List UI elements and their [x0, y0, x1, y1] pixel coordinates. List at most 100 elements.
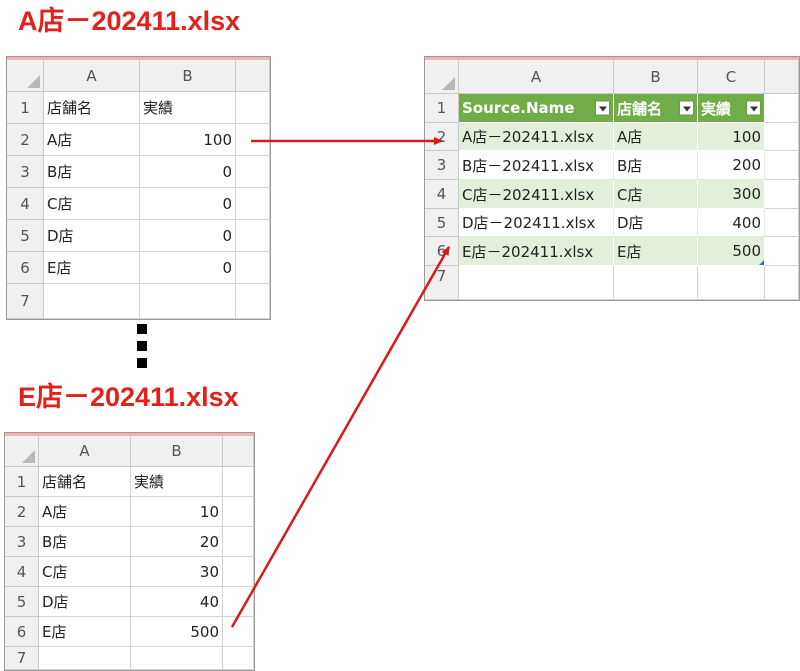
row-header[interactable]: 1 — [7, 92, 44, 124]
store-cell[interactable]: B店 — [614, 151, 698, 180]
value-cell[interactable]: 0 — [140, 156, 236, 188]
row-header[interactable]: 2 — [7, 124, 44, 156]
empty-cell[interactable] — [614, 266, 698, 300]
store-cell[interactable]: C店 — [614, 180, 698, 209]
value-cell[interactable]: 30 — [131, 557, 223, 587]
store-cell[interactable]: A店 — [614, 123, 698, 151]
empty-cell[interactable] — [236, 156, 270, 188]
value-cell[interactable]: 10 — [131, 497, 223, 527]
store-cell[interactable]: E店 — [44, 252, 140, 284]
empty-cell[interactable] — [236, 252, 270, 284]
source-name-cell[interactable]: D店－202411.xlsx — [459, 209, 614, 237]
row-header[interactable]: 6 — [5, 617, 39, 647]
value-cell[interactable]: 0 — [140, 188, 236, 220]
value-cell[interactable]: 0 — [140, 252, 236, 284]
empty-cell[interactable] — [765, 180, 799, 209]
store-cell[interactable]: A店 — [39, 497, 131, 527]
empty-cell[interactable] — [131, 647, 223, 670]
value-cell[interactable]: 200 — [698, 151, 765, 180]
column-header-a[interactable]: A — [44, 60, 140, 92]
empty-cell[interactable] — [698, 266, 765, 300]
value-cell[interactable]: 100 — [698, 123, 765, 151]
empty-cell[interactable] — [39, 647, 131, 670]
value-cell[interactable]: 0 — [140, 220, 236, 252]
row-header[interactable]: 7 — [5, 647, 39, 670]
column-header-b[interactable]: B — [131, 436, 223, 467]
header-cell-result[interactable]: 実績 — [140, 92, 236, 124]
empty-cell[interactable] — [44, 284, 140, 319]
row-header[interactable]: 4 — [425, 180, 459, 209]
store-cell[interactable]: E店 — [39, 617, 131, 647]
source-name-cell[interactable]: E店－202411.xlsx — [459, 237, 614, 266]
header-cell-store[interactable]: 店舗名 — [39, 467, 131, 497]
value-cell[interactable]: 40 — [131, 587, 223, 617]
filter-dropdown-icon[interactable] — [679, 100, 694, 116]
row-header[interactable]: 1 — [5, 467, 39, 497]
column-header-b[interactable]: B — [140, 60, 236, 92]
store-cell[interactable]: D店 — [614, 209, 698, 237]
row-header[interactable]: 7 — [425, 266, 459, 300]
empty-cell[interactable] — [765, 237, 799, 266]
row-header[interactable]: 2 — [5, 497, 39, 527]
empty-cell[interactable] — [236, 220, 270, 252]
filter-dropdown-icon[interactable] — [746, 100, 761, 116]
empty-cell[interactable] — [236, 188, 270, 220]
empty-cell[interactable] — [765, 94, 799, 123]
row-header[interactable]: 4 — [7, 188, 44, 220]
select-all-corner[interactable] — [425, 60, 459, 94]
column-header-a[interactable]: A — [39, 436, 131, 467]
column-header-c[interactable]: C — [698, 60, 765, 94]
row-header[interactable]: 6 — [7, 252, 44, 284]
source-name-cell[interactable]: C店－202411.xlsx — [459, 180, 614, 209]
row-header[interactable]: 7 — [7, 284, 44, 319]
store-cell[interactable]: B店 — [44, 156, 140, 188]
store-cell[interactable]: D店 — [44, 220, 140, 252]
row-header[interactable]: 5 — [5, 587, 39, 617]
table-header-store[interactable]: 店舗名 — [614, 94, 698, 123]
row-header[interactable]: 3 — [7, 156, 44, 188]
row-header[interactable]: 1 — [425, 94, 459, 123]
row-header[interactable]: 5 — [425, 209, 459, 237]
select-all-corner[interactable] — [7, 60, 44, 92]
store-cell[interactable]: C店 — [39, 557, 131, 587]
table-header-source-name[interactable]: Source.Name — [459, 94, 614, 123]
empty-cell[interactable] — [765, 209, 799, 237]
empty-cell[interactable] — [223, 467, 254, 497]
row-header[interactable]: 4 — [5, 557, 39, 587]
empty-cell[interactable] — [223, 557, 254, 587]
value-cell[interactable]: 20 — [131, 527, 223, 557]
empty-cell[interactable] — [765, 266, 799, 300]
source-name-cell[interactable]: A店－202411.xlsx — [459, 123, 614, 151]
store-cell[interactable]: D店 — [39, 587, 131, 617]
table-header-result[interactable]: 実績 — [698, 94, 765, 123]
value-cell[interactable]: 300 — [698, 180, 765, 209]
column-header-a[interactable]: A — [459, 60, 614, 94]
value-cell[interactable]: 400 — [698, 209, 765, 237]
column-header-empty[interactable] — [765, 60, 799, 94]
empty-cell[interactable] — [223, 497, 254, 527]
filter-dropdown-icon[interactable] — [595, 100, 610, 116]
empty-cell[interactable] — [765, 123, 799, 151]
header-cell-result[interactable]: 実績 — [131, 467, 223, 497]
header-cell-store[interactable]: 店舗名 — [44, 92, 140, 124]
empty-cell[interactable] — [223, 527, 254, 557]
value-cell[interactable]: 100 — [140, 124, 236, 156]
column-header-b[interactable]: B — [614, 60, 698, 94]
source-name-cell[interactable]: B店－202411.xlsx — [459, 151, 614, 180]
store-cell[interactable]: E店 — [614, 237, 698, 266]
store-cell[interactable]: B店 — [39, 527, 131, 557]
empty-cell[interactable] — [459, 266, 614, 300]
row-header[interactable]: 5 — [7, 220, 44, 252]
empty-cell[interactable] — [223, 617, 254, 647]
value-cell[interactable]: 500 — [698, 237, 765, 266]
empty-cell[interactable] — [765, 151, 799, 180]
column-header-empty[interactable] — [236, 60, 270, 92]
value-cell[interactable]: 500 — [131, 617, 223, 647]
row-header[interactable]: 3 — [5, 527, 39, 557]
store-cell[interactable]: C店 — [44, 188, 140, 220]
row-header[interactable]: 3 — [425, 151, 459, 180]
select-all-corner[interactable] — [5, 436, 39, 467]
empty-cell[interactable] — [236, 92, 270, 124]
table-resize-handle-icon[interactable] — [759, 260, 764, 265]
column-header-empty[interactable] — [223, 436, 254, 467]
